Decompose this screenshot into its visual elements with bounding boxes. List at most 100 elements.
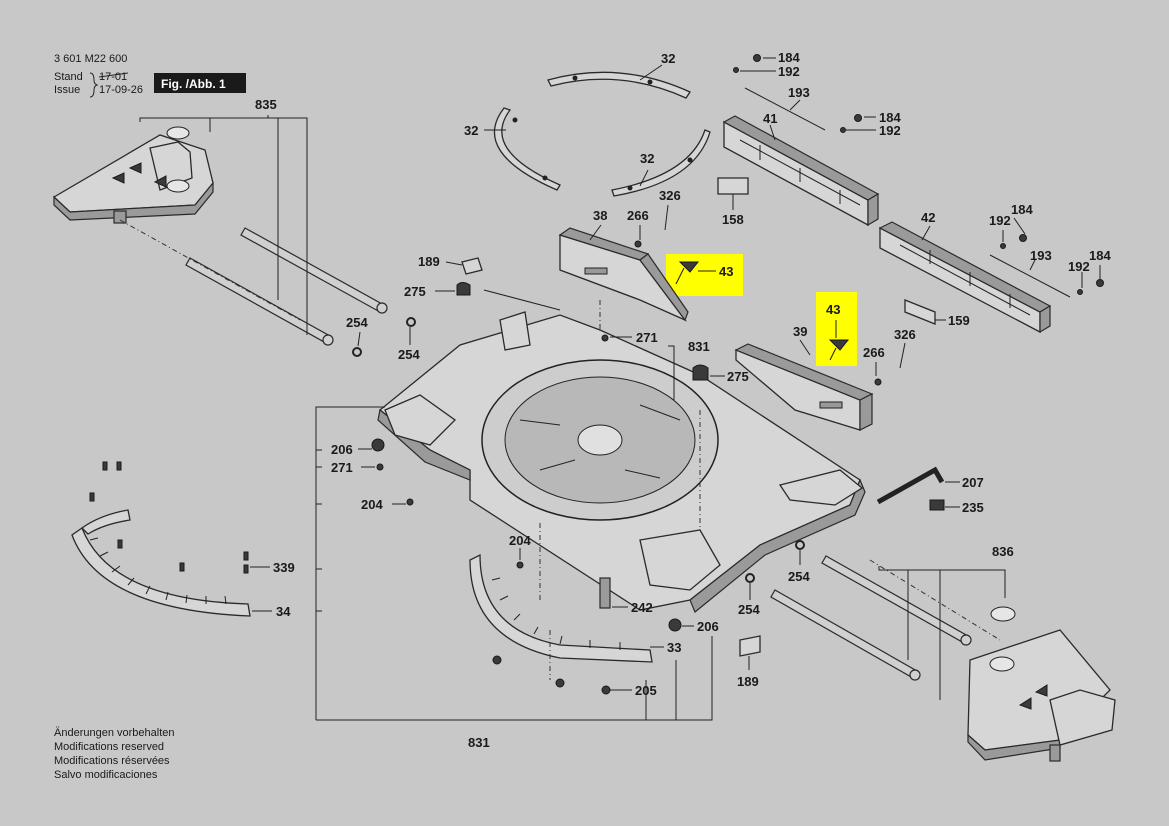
part-label-159: 159 xyxy=(948,313,970,328)
fig-badge xyxy=(154,73,246,93)
part-label-271b: 271 xyxy=(331,460,353,475)
leader-lines xyxy=(139,57,1101,721)
bevel-arc-33 xyxy=(469,553,653,663)
part-label-32a: 32 xyxy=(661,51,675,66)
part-label-204a: 204 xyxy=(361,497,383,512)
part-label-207: 207 xyxy=(962,475,984,490)
part-label-235: 235 xyxy=(962,500,984,515)
scale-screws xyxy=(89,461,249,574)
part-label-192b: 192 xyxy=(879,123,901,138)
footer-line-fr: Modifications réservées xyxy=(54,755,170,767)
issue-label: Issue xyxy=(54,84,80,96)
document-header: 3 601 M22 600 Stand Issue 17-01 17-09-26… xyxy=(54,53,246,98)
fig-label: Fig. /Abb. 1 xyxy=(161,77,226,91)
hole-icon xyxy=(166,126,190,140)
part-label-339: 339 xyxy=(273,560,295,575)
assembly-centerlines xyxy=(119,219,1001,680)
stand-strike xyxy=(98,72,129,78)
nut-206-left xyxy=(371,438,385,452)
part-label-275a: 275 xyxy=(404,284,426,299)
footer-line-de: Änderungen vorbehalten xyxy=(54,727,174,739)
highlight-43-upper xyxy=(666,254,743,296)
part-label-184c: 184 xyxy=(1011,202,1033,217)
part-label-192d: 192 xyxy=(1068,259,1090,274)
part-label-271a: 271 xyxy=(636,330,658,345)
part-label-33: 33 xyxy=(667,640,681,655)
chip-guards-32 xyxy=(493,71,711,197)
part-label-205: 205 xyxy=(635,683,657,698)
label-plate-158 xyxy=(717,177,749,195)
rod-193-upper xyxy=(744,87,826,131)
part-label-158: 158 xyxy=(722,212,744,227)
arrow-mark-icon xyxy=(111,172,125,184)
part-label-254a: 254 xyxy=(346,315,368,330)
extension-wing-835 xyxy=(52,126,214,224)
part-label-831b: 831 xyxy=(468,735,490,750)
part-label-192c: 192 xyxy=(989,213,1011,228)
part-label-254c: 254 xyxy=(788,569,810,584)
part-label-254d: 254 xyxy=(738,602,760,617)
part-label-266b: 266 xyxy=(863,345,885,360)
guide-rods xyxy=(185,227,972,681)
part-label-835: 835 xyxy=(255,97,277,112)
part-label-43b: 43 xyxy=(826,302,840,317)
screws-184-192 xyxy=(376,54,1104,695)
part-label-32c: 32 xyxy=(640,151,654,166)
screw-43-upper-icon xyxy=(675,261,700,285)
part-label-42: 42 xyxy=(921,210,935,225)
doc-number: 3 601 M22 600 xyxy=(54,53,127,65)
bolt-242 xyxy=(599,577,611,609)
part-label-275b: 275 xyxy=(727,369,749,384)
part-label-206a: 206 xyxy=(331,442,353,457)
part-label-38: 38 xyxy=(593,208,607,223)
part-label-184d: 184 xyxy=(1089,248,1111,263)
part-label-242: 242 xyxy=(631,600,653,615)
label-plate-159 xyxy=(904,299,936,325)
footer-notes: Änderungen vorbehalten Modifications res… xyxy=(54,727,174,781)
fence-41 xyxy=(722,115,880,227)
part-label-43a: 43 xyxy=(719,264,733,279)
part-label-254b: 254 xyxy=(398,347,420,362)
rod-193-lower xyxy=(989,254,1071,298)
screw-43-lower-icon xyxy=(828,339,850,361)
part-label-39: 39 xyxy=(793,324,807,339)
part-label-831a: 831 xyxy=(688,339,710,354)
extension-wing-836 xyxy=(967,606,1116,762)
nut-206-right xyxy=(668,618,682,632)
part-label-266a: 266 xyxy=(627,208,649,223)
label-189-lower xyxy=(739,635,761,657)
part-label-41: 41 xyxy=(763,111,777,126)
part-label-34: 34 xyxy=(276,604,291,619)
part-label-326a: 326 xyxy=(659,188,681,203)
part-label-189b: 189 xyxy=(737,674,759,689)
part-label-836: 836 xyxy=(992,544,1014,559)
plug-235 xyxy=(929,499,945,511)
footer-line-es: Salvo modificaciones xyxy=(54,769,158,781)
part-label-206b: 206 xyxy=(697,619,719,634)
stand-label: Stand xyxy=(54,71,83,83)
part-label-192a: 192 xyxy=(778,64,800,79)
fence-bracket-38 xyxy=(558,227,689,322)
knob-275-right xyxy=(692,364,709,381)
part-label-204b: 204 xyxy=(509,533,531,548)
fence-bracket-39 xyxy=(734,343,874,431)
part-label-184b: 184 xyxy=(879,110,901,125)
part-label-189a: 189 xyxy=(418,254,440,269)
part-number-labels: 835 32 32 32 184 192 193 41 184 192 158 … xyxy=(255,50,1111,750)
knob-275-left xyxy=(456,282,471,296)
part-label-193a: 193 xyxy=(788,85,810,100)
fence-42 xyxy=(878,221,1052,334)
footer-line-en: Modifications reserved xyxy=(54,741,164,753)
miter-scale-34 xyxy=(71,509,251,617)
part-label-184a: 184 xyxy=(778,50,800,65)
part-label-326b: 326 xyxy=(894,327,916,342)
label-189-upper xyxy=(461,257,483,275)
part-label-32b: 32 xyxy=(464,123,478,138)
issue-value: 17-09-26 xyxy=(99,84,143,96)
hex-key-207 xyxy=(876,466,945,505)
saw-base-831 xyxy=(377,311,866,613)
part-label-193b: 193 xyxy=(1030,248,1052,263)
brace xyxy=(89,72,99,98)
stand-value: 17-01 xyxy=(99,71,127,83)
